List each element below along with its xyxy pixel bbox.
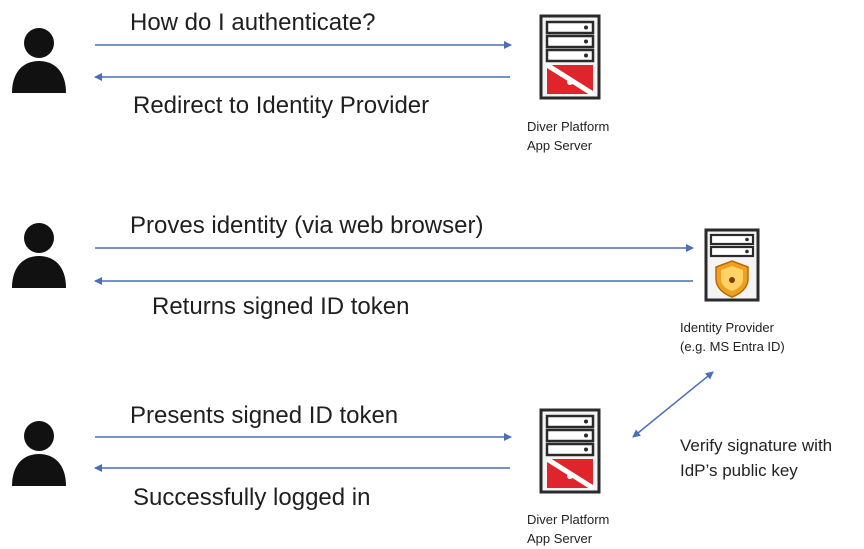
response-label-3: Successfully logged in (133, 484, 371, 511)
identity-provider-icon (704, 228, 760, 302)
response-label-1: Redirect to Identity Provider (133, 92, 430, 119)
user-icon-2 (12, 223, 66, 288)
verify-arrow (632, 371, 714, 438)
server-caption-1: Diver Platform App Server (527, 119, 610, 153)
app-server-icon-2 (539, 408, 601, 494)
request-label-2: Proves identity (via web browser) (130, 212, 484, 239)
app-server-icon-1 (539, 14, 601, 100)
request-label-1: How do I authenticate? (130, 9, 376, 36)
server-caption-2: Identity Provider (e.g. MS Entra ID) (680, 320, 785, 354)
user-icon-1 (12, 28, 66, 93)
verify-signature-note: Verify signature with IdP’s public key (680, 436, 833, 480)
response-label-2: Returns signed ID token (152, 293, 410, 320)
request-label-3: Presents signed ID token (130, 402, 399, 429)
server-caption-3: Diver Platform App Server (527, 512, 610, 546)
user-icon-3 (12, 421, 66, 486)
